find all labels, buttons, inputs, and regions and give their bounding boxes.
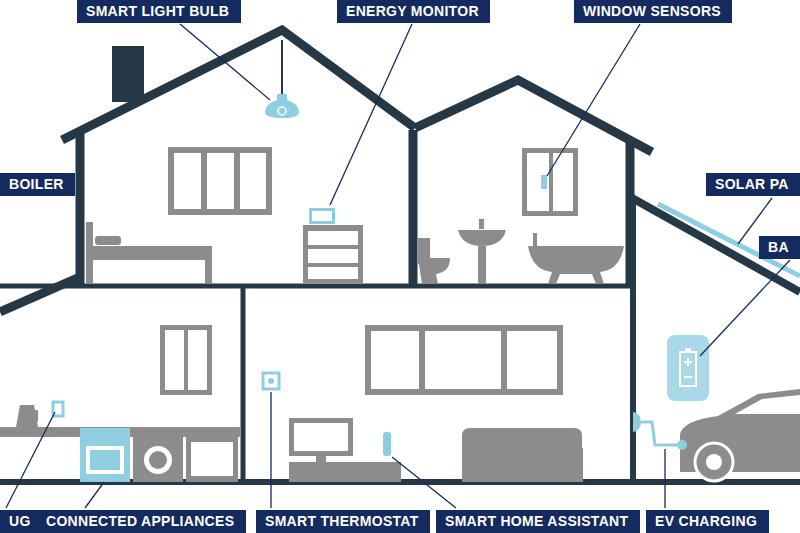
label-text: EV CHARGING: [655, 513, 757, 529]
label-text: WINDOW SENSORS: [583, 3, 721, 19]
label-text: SMART THERMOSTAT: [265, 513, 419, 529]
leader-lines: [6, 24, 790, 508]
callout-label: UG: [0, 510, 42, 533]
label-text: CONNECTED APPLIANCES: [46, 513, 234, 529]
furniture: [0, 147, 800, 482]
callout-label: SMART LIGHT BULB: [77, 0, 241, 23]
callout-label: BOILER: [0, 173, 75, 196]
car-details: [695, 395, 800, 481]
callout-label: SMART HOME ASSISTANT: [436, 510, 640, 533]
smart-devices: [53, 40, 800, 482]
house-outline: [0, 30, 800, 482]
label-text: UG: [9, 513, 31, 529]
label-text: ENERGY MONITOR: [346, 3, 479, 19]
callout-label: BA: [759, 236, 800, 259]
callout-label: ENERGY MONITOR: [337, 0, 490, 23]
label-text: SOLAR PA: [715, 176, 789, 192]
label-text: SMART HOME ASSISTANT: [445, 513, 628, 529]
callout-label: CONNECTED APPLIANCES: [37, 510, 246, 533]
label-text: SMART LIGHT BULB: [86, 3, 229, 19]
label-text: BA: [768, 239, 789, 255]
label-text: BOILER: [9, 176, 64, 192]
callout-label: SOLAR PA: [706, 173, 800, 196]
callout-label: EV CHARGING: [646, 510, 769, 533]
callout-label: WINDOW SENSORS: [574, 0, 732, 23]
callout-label: SMART THERMOSTAT: [256, 510, 430, 533]
